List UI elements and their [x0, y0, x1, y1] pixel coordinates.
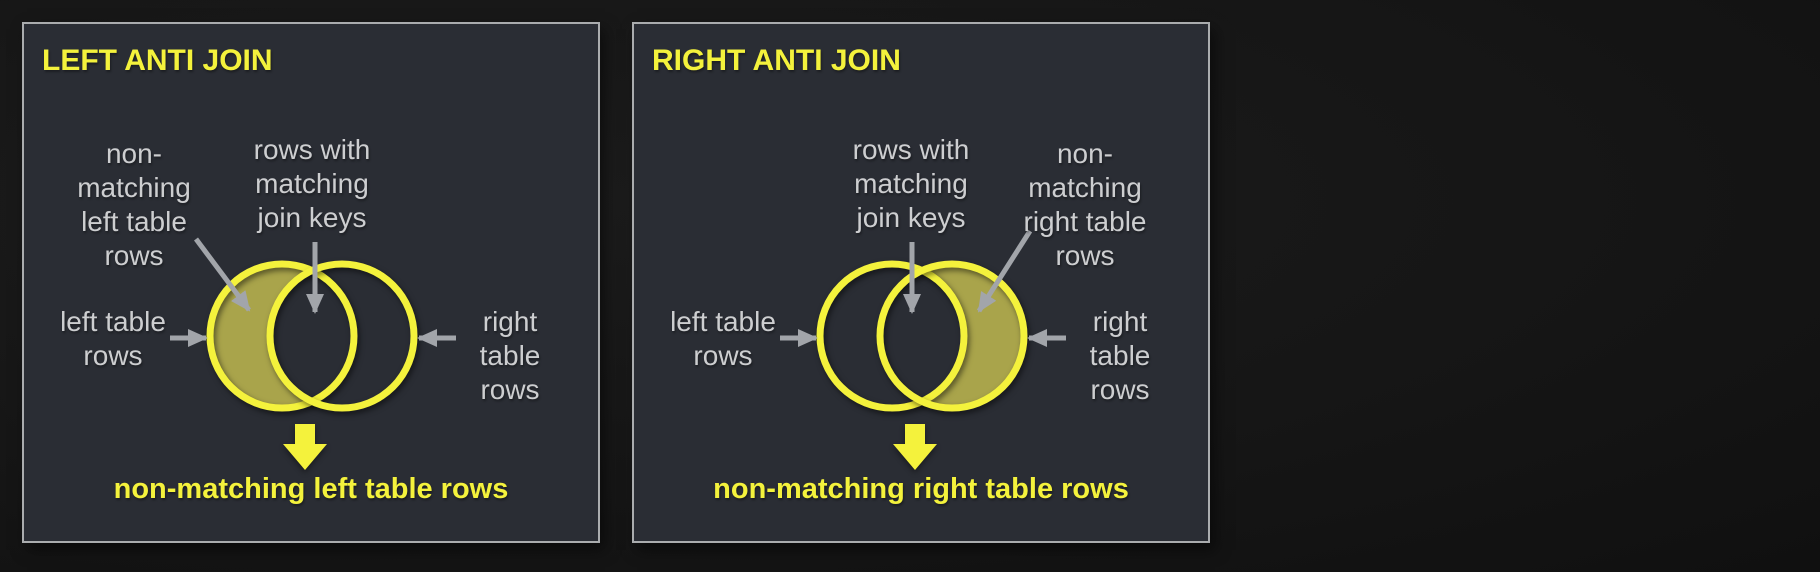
- left-table-rows-label: left table rows: [60, 306, 166, 371]
- result-down-arrow-icon: [283, 424, 327, 470]
- right-table-circle: [266, 260, 418, 412]
- right-table-rows-label: right table rows: [1089, 306, 1151, 405]
- panel-right-anti-join: RIGHT ANTI JOIN rows with matching join …: [632, 22, 1210, 543]
- left-table-circle: [206, 260, 358, 412]
- pointer-arrows: [170, 237, 456, 348]
- left-anti-join-venn-diagram: [170, 237, 456, 470]
- intersection-cutout: [820, 264, 964, 408]
- right-anti-join-venn-diagram: [780, 229, 1066, 470]
- pointer-arrows: [780, 229, 1066, 348]
- panel-title: LEFT ANTI JOIN: [42, 44, 273, 77]
- venn-circles: [206, 260, 418, 412]
- panel-title: RIGHT ANTI JOIN: [652, 44, 901, 77]
- panel-left-anti-join: LEFT ANTI JOIN non- matching left table …: [22, 22, 600, 543]
- left-table-circle: [816, 260, 968, 412]
- right-table-circle: [876, 260, 1028, 412]
- nonmatching-right-rows-label: non- matching right table rows: [1023, 138, 1147, 271]
- nonmatching-pointer-arrow: [976, 229, 1033, 313]
- left-table-rows-label: left table rows: [670, 306, 776, 371]
- result-down-arrow-icon: [893, 424, 937, 470]
- matching-join-keys-label: rows with matching join keys: [852, 134, 970, 233]
- matching-join-keys-label: rows with matching join keys: [253, 134, 371, 233]
- right-table-rows-label: right table rows: [479, 306, 541, 405]
- nonmatching-pointer-arrow: [193, 237, 252, 312]
- nonmatching-left-rows-label: non- matching left table rows: [77, 138, 191, 271]
- result-label: non-matching left table rows: [113, 473, 509, 505]
- result-label: non-matching right table rows: [713, 473, 1129, 505]
